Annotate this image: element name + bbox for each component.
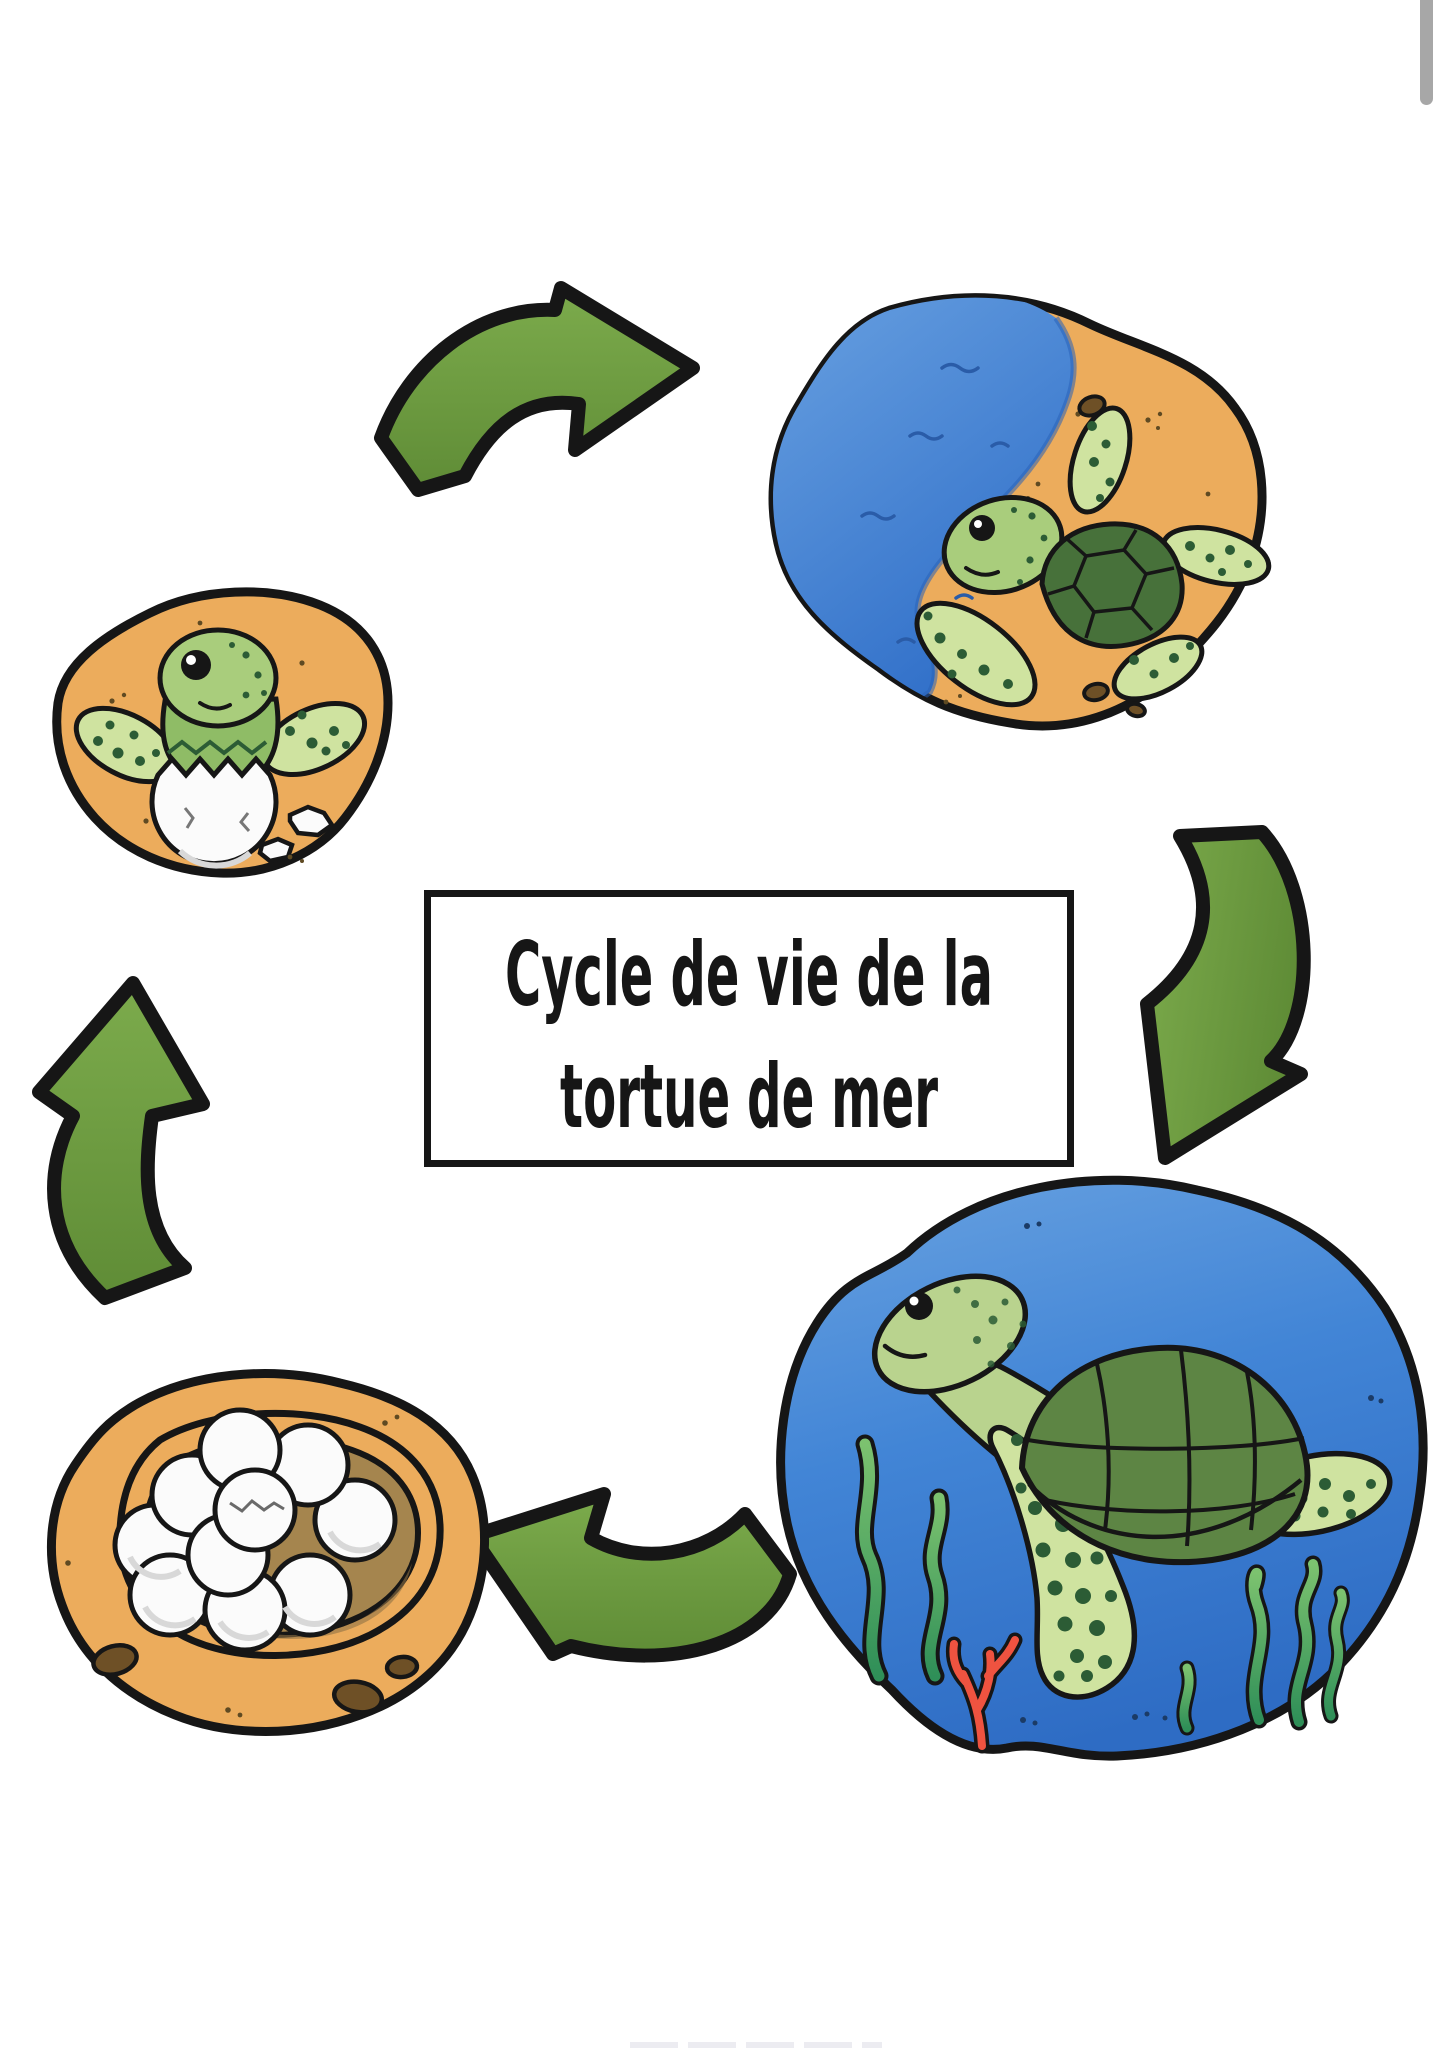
seaweed-left (854, 1434, 950, 1686)
title-line-2: tortue de mer (560, 1045, 938, 1148)
egg-clutch (112, 1407, 398, 1653)
adult-sea-turtle-in-ocean-illustration (776, 1175, 1428, 1761)
turtle-egg-clutch-in-sand-nest-illustration (46, 1369, 490, 1736)
rear-right-flipper (1111, 634, 1205, 702)
wave-squiggles (860, 362, 1010, 644)
hatchling-shell-zigzag (166, 739, 268, 756)
nest-dots (65, 1414, 400, 1718)
hatchling-smile (198, 701, 232, 711)
curved-arrow-right-icon (363, 278, 700, 497)
eggshell-fragments (257, 804, 336, 864)
egg-crack-lines (229, 1499, 285, 1513)
scrollbar-thumb[interactable] (1420, 0, 1433, 105)
baby-turtle (914, 405, 1272, 708)
baby-turtle-shell (1039, 521, 1185, 649)
head-speckles (953, 1286, 1027, 1368)
shell-plate-lines (1027, 1349, 1305, 1547)
shell-plates (1047, 529, 1175, 639)
nest-pebbles (91, 1643, 420, 1715)
hatchling-head-spots (229, 642, 267, 699)
rear-left-flipper (914, 600, 1038, 708)
curved-arrow-up-icon (32, 976, 220, 1318)
beach-water (773, 297, 1074, 726)
eggshell-cracks (183, 807, 251, 832)
adult-turtle-smile (882, 1343, 928, 1359)
stage-hatchling-beach (768, 293, 1272, 731)
stage-eggs-nest (40, 1365, 490, 1738)
hatchling-flipper-spots (93, 710, 350, 766)
baby-turtle-eye (969, 515, 995, 541)
seaweed-right (1176, 1555, 1350, 1736)
shell-rim (1027, 1478, 1303, 1540)
curved-arrow-down-icon (1140, 825, 1311, 1165)
front-left-flipper (1067, 405, 1133, 515)
stage-adult-ocean (767, 1168, 1428, 1765)
egg-shading (177, 848, 252, 869)
hatchling-eye (181, 650, 211, 680)
water-dots (1020, 1221, 1384, 1726)
title-line-1: Cycle de vie de la (505, 923, 993, 1026)
hatchling-turtle-in-cracked-egg-illustration (52, 587, 393, 878)
egg-cracked (212, 1467, 298, 1553)
adult-turtle (871, 1273, 1393, 1700)
baby-turtle-on-beach-illustration (768, 293, 1272, 731)
coral (945, 1632, 1023, 1754)
bottom-edge-content-hint (630, 2042, 882, 2048)
adult-turtle-eye (905, 1292, 933, 1320)
curved-arrow-left-icon (465, 1487, 797, 1663)
baby-turtle-smile (964, 566, 1000, 577)
flipper-spots (923, 421, 1252, 689)
cracked-egg (149, 755, 279, 867)
hatch-sand-dots (109, 620, 305, 863)
egg-shading (127, 1530, 382, 1641)
stage-hatching-egg (50, 583, 393, 880)
title-box: Cycle de vie de la tortue de mer (424, 890, 1074, 1167)
